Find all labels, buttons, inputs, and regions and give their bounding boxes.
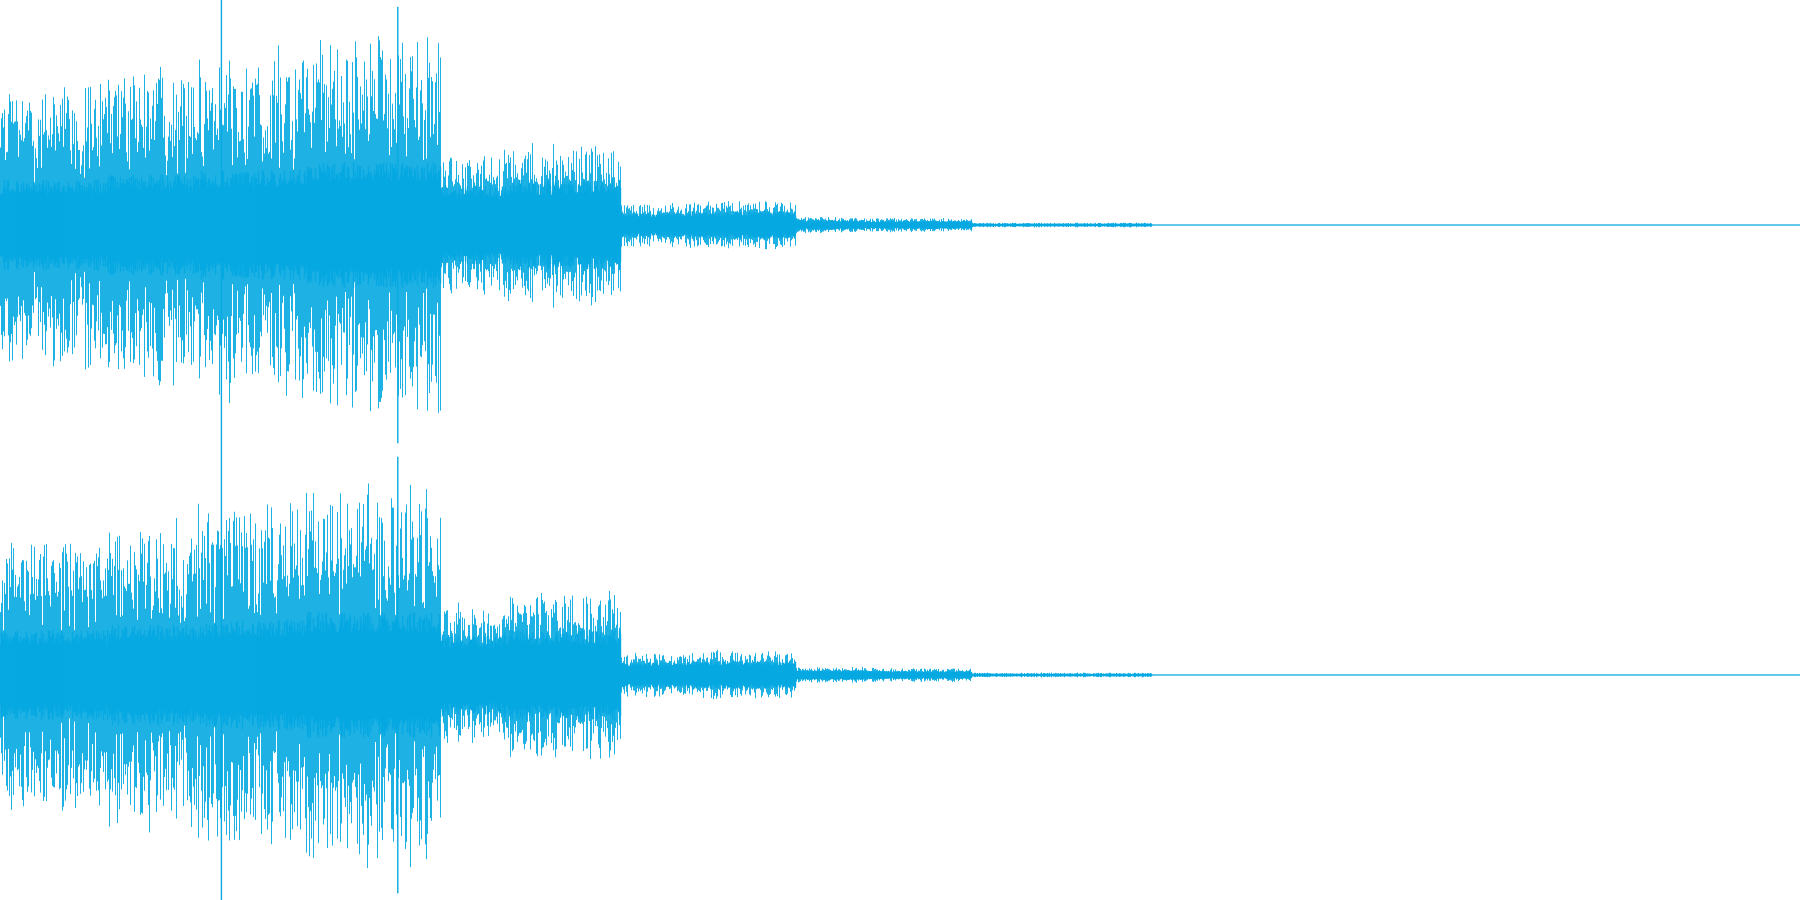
waveform-channel-right[interactable]	[0, 450, 1800, 900]
waveform-channel-left[interactable]	[0, 0, 1800, 450]
waveform-right-plot	[0, 450, 1800, 900]
waveform-core	[0, 162, 1153, 288]
waveform-core	[0, 612, 1153, 738]
waveform-left-plot	[0, 0, 1800, 450]
